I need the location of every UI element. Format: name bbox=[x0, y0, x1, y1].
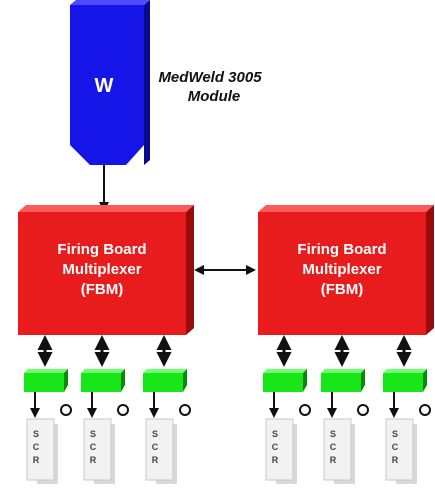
firing-card-6-side bbox=[423, 369, 427, 392]
feedback-circle-2 bbox=[117, 404, 129, 416]
fbm-block-1-line2: Multiplexer bbox=[62, 261, 141, 278]
scr-page-4 bbox=[265, 418, 294, 481]
scr-page-2 bbox=[83, 418, 112, 481]
scr-letter-5-3: R bbox=[330, 455, 337, 465]
fbm-block-1-side bbox=[186, 205, 194, 335]
scr-letter-2-1: S bbox=[90, 429, 96, 439]
title-line2: Module bbox=[188, 88, 241, 105]
firing-card-4-side bbox=[303, 369, 307, 392]
feedback-circle-5 bbox=[357, 404, 369, 416]
module-block-face bbox=[70, 5, 144, 165]
fbm-block-1-face bbox=[18, 212, 186, 335]
scr-letter-5-2: C bbox=[330, 442, 337, 452]
scr-letter-2-3: R bbox=[90, 455, 97, 465]
firing-card-3 bbox=[143, 373, 183, 392]
fbm-block-1: Firing Board Multiplexer (FBM) bbox=[18, 205, 194, 335]
scr-page-1 bbox=[26, 418, 55, 481]
scr-letter-6-1: S bbox=[392, 429, 398, 439]
feedback-circle-4 bbox=[299, 404, 311, 416]
firing-card-6 bbox=[383, 373, 423, 392]
firing-card-4-top bbox=[263, 369, 307, 373]
firing-card-5 bbox=[321, 373, 361, 392]
fbm-block-2-top bbox=[258, 205, 434, 212]
fbm-block-2-line2: Multiplexer bbox=[302, 261, 381, 278]
scr-letter-3-3: R bbox=[152, 455, 159, 465]
scr-letter-1-2: C bbox=[33, 442, 40, 452]
fbm-block-1-top bbox=[18, 205, 194, 212]
module-block-top bbox=[70, 0, 150, 5]
scr-letter-1-3: R bbox=[33, 455, 40, 465]
scr-letter-6-2: C bbox=[392, 442, 399, 452]
firing-card-3-top bbox=[143, 369, 187, 373]
scr-letter-3-2: C bbox=[152, 442, 159, 452]
module-block-label: W bbox=[95, 75, 114, 97]
feedback-circle-6 bbox=[419, 404, 431, 416]
scr-letter-4-3: R bbox=[272, 455, 279, 465]
fbm-block-2-line3: (FBM) bbox=[321, 281, 363, 298]
scr-page-5 bbox=[323, 418, 352, 481]
firing-card-2 bbox=[81, 373, 121, 392]
scr-page-3 bbox=[145, 418, 174, 481]
module-block: W bbox=[70, 0, 150, 165]
fbm-block-2-face bbox=[258, 212, 426, 335]
firing-card-2-top bbox=[81, 369, 125, 373]
scr-letter-3-1: S bbox=[152, 429, 158, 439]
feedback-circle-1 bbox=[60, 404, 72, 416]
module-block-side bbox=[144, 0, 150, 165]
feedback-circle-3 bbox=[179, 404, 191, 416]
firing-card-1-side bbox=[64, 369, 68, 392]
firing-card-5-side bbox=[361, 369, 365, 392]
fbm-block-2-line1: Firing Board bbox=[297, 241, 386, 258]
firing-card-6-top bbox=[383, 369, 427, 373]
fbm-block-2: Firing Board Multiplexer (FBM) bbox=[258, 205, 434, 335]
scr-letter-4-2: C bbox=[272, 442, 279, 452]
firing-card-1 bbox=[24, 373, 64, 392]
firing-card-2-side bbox=[121, 369, 125, 392]
scr-page-6 bbox=[385, 418, 414, 481]
scr-letter-5-1: S bbox=[330, 429, 336, 439]
fbm-block-1-line1: Firing Board bbox=[57, 241, 146, 258]
fbm-block-2-side bbox=[426, 205, 434, 335]
firing-card-4 bbox=[263, 373, 303, 392]
firing-card-1-top bbox=[24, 369, 68, 373]
fbm-block-1-line3: (FBM) bbox=[81, 281, 123, 298]
scr-letter-4-1: S bbox=[272, 429, 278, 439]
firing-card-5-top bbox=[321, 369, 365, 373]
scr-letter-2-2: C bbox=[90, 442, 97, 452]
firing-card-3-side bbox=[183, 369, 187, 392]
title-line1: MedWeld 3005 bbox=[158, 69, 262, 86]
scr-letter-6-3: R bbox=[392, 455, 399, 465]
scr-letter-1-1: S bbox=[33, 429, 39, 439]
